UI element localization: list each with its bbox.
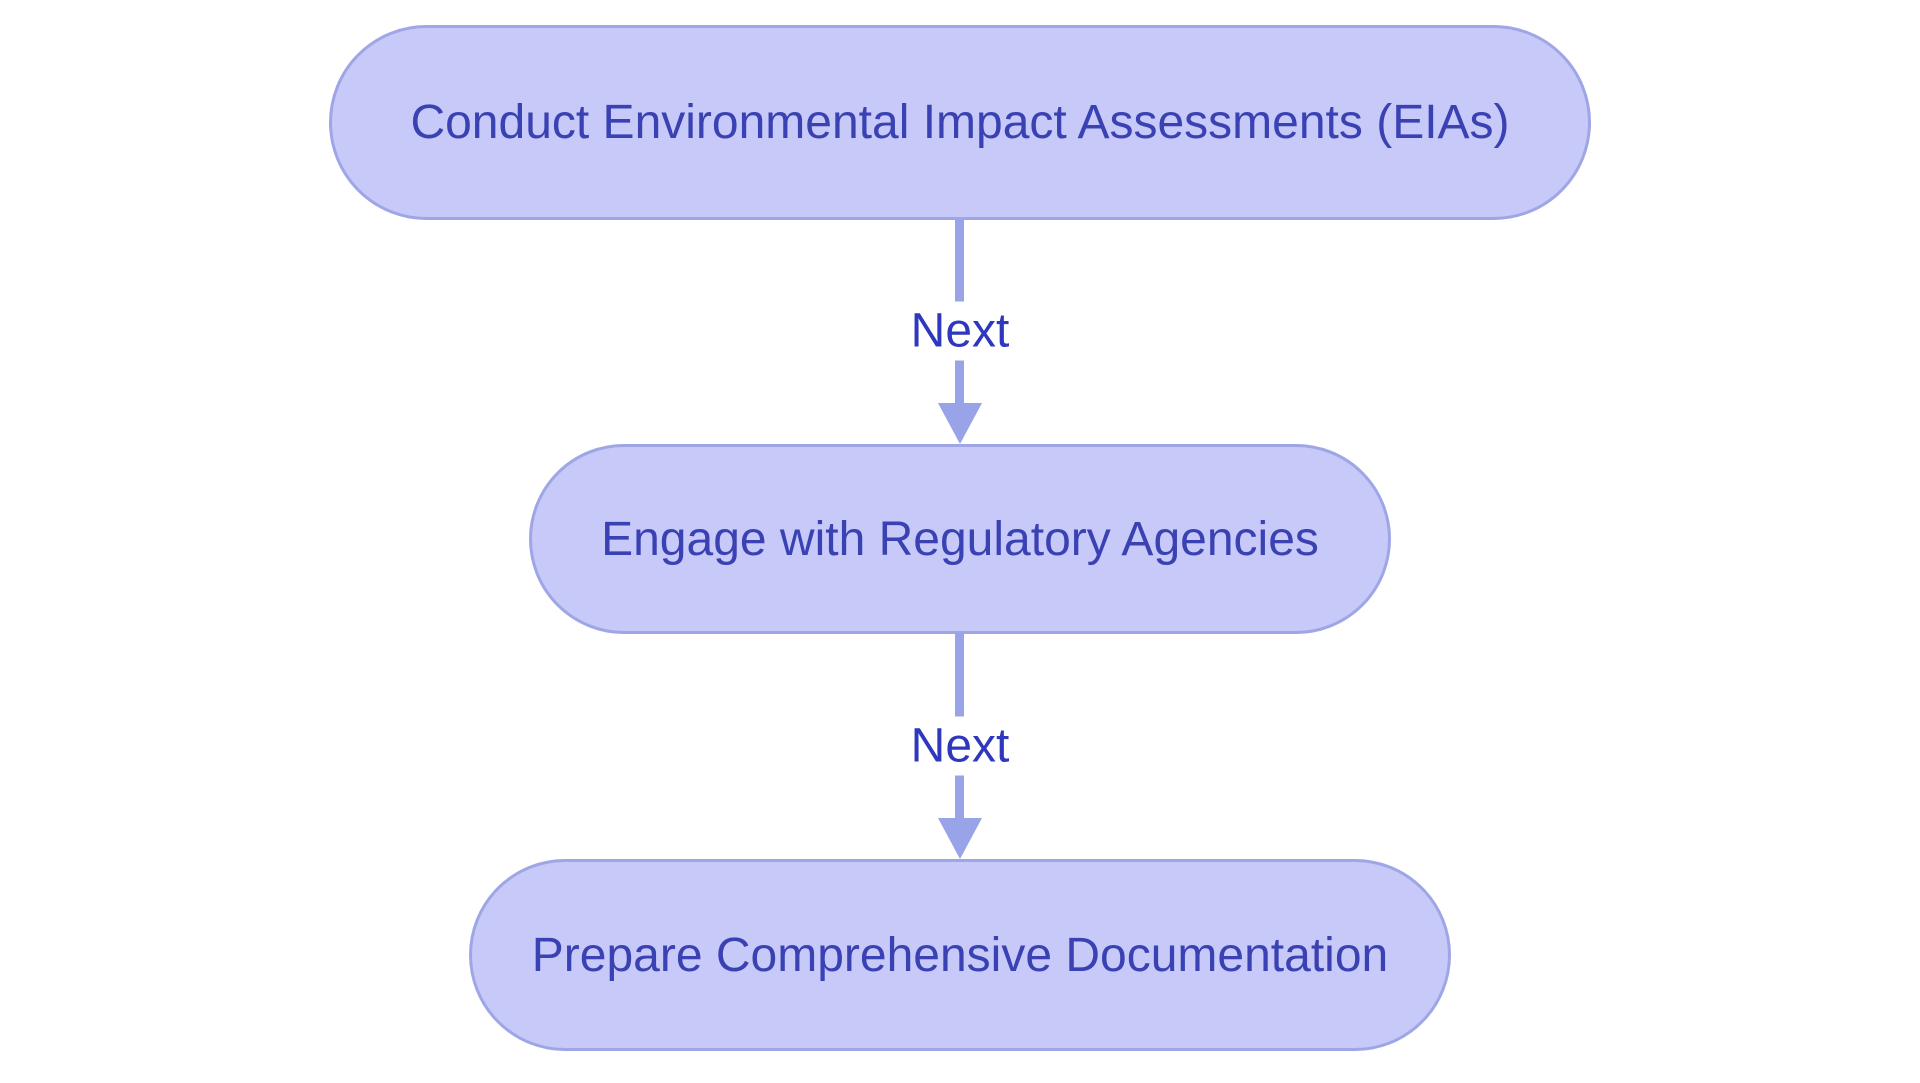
node-conduct-eias-label: Conduct Environmental Impact Assessments… — [410, 96, 1510, 149]
connector-1-label: Next — [902, 301, 1018, 361]
node-engage-agencies-label: Engage with Regulatory Agencies — [601, 512, 1319, 566]
node-prepare-documentation-label: Prepare Comprehensive Documentation — [531, 928, 1389, 982]
connector-1-arrowhead-icon — [938, 403, 982, 444]
connector-2-arrowhead-icon — [938, 818, 982, 859]
connector-2-label: Next — [902, 716, 1018, 776]
flowchart-node-engage-agencies: Engage with Regulatory Agencies — [529, 444, 1391, 634]
flowchart-node-prepare-documentation: Prepare Comprehensive Documentation — [469, 859, 1451, 1051]
flowchart-node-conduct-eias: Conduct Environmental Impact Assessments… — [329, 25, 1591, 220]
